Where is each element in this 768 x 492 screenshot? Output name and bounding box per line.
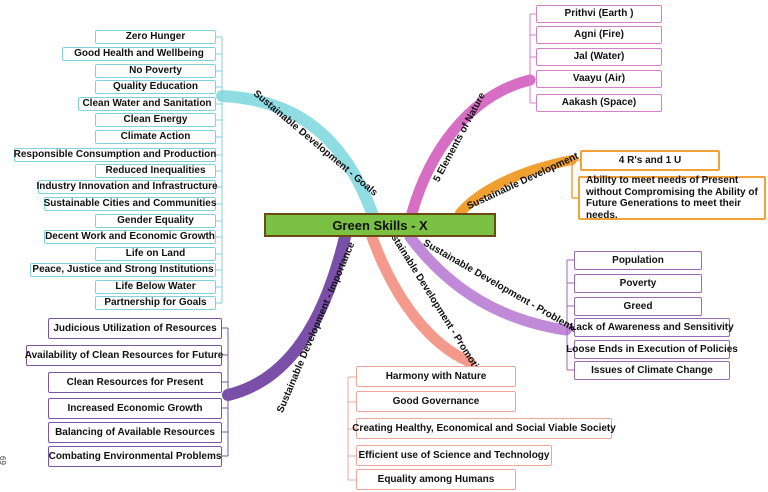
goals-branch-ribbon <box>216 90 378 219</box>
promotion-node: Creating Healthy, Economical and Social … <box>352 418 616 439</box>
promotion-bracket <box>347 376 356 481</box>
goal-node: Responsible Consumption and Production <box>13 148 217 162</box>
problem-node: Issues of Climate Change <box>574 361 730 380</box>
definition-node: 4 R's and 1 U <box>580 150 720 171</box>
goal-node: Gender Equality <box>95 214 216 228</box>
importance-node: Judicious Utilization of Resources <box>48 318 222 339</box>
importance-node: Increased Economic Growth <box>48 398 222 419</box>
goal-node: Peace, Justice and Strong Institutions <box>30 263 216 277</box>
definition-bracket <box>571 159 580 199</box>
goal-node: Clean Energy <box>95 113 216 127</box>
goal-node: Good Health and Wellbeing <box>62 47 216 61</box>
problem-node: Loose Ends in Execution of Policies <box>566 340 738 359</box>
page-number: 69 <box>0 456 7 465</box>
goal-node: Partnership for Goals <box>95 296 216 310</box>
promotion-branch-ribbon <box>366 231 476 368</box>
importance-bracket <box>222 327 229 457</box>
importance-node: Availability of Clean Resources for Futu… <box>25 345 223 366</box>
element-node: Prithvi (Earth ) <box>536 5 662 23</box>
goal-node: Quality Education <box>95 80 216 94</box>
problem-node: Poverty <box>574 274 702 293</box>
promotion-node: Efficient use of Science and Technology <box>356 445 552 466</box>
goal-node: Climate Action <box>95 130 216 144</box>
elements-branch-ribbon <box>406 74 536 219</box>
importance-node: Combating Environmental Problems <box>48 446 222 467</box>
goal-node: No Poverty <box>95 64 216 78</box>
promotion-node: Equality among Humans <box>356 469 516 490</box>
goal-node: Reduced Inequalities <box>95 164 216 178</box>
importance-node: Balancing of Available Resources <box>48 422 222 443</box>
central-topic: Green Skills - X <box>264 213 496 237</box>
importance-branch-ribbon <box>222 231 351 401</box>
definition-branch-ribbon <box>455 155 577 218</box>
importance-node: Clean Resources for Present <box>48 372 222 393</box>
element-node: Jal (Water) <box>536 48 662 66</box>
promotion-node: Harmony with Nature <box>356 366 516 387</box>
problem-node: Population <box>574 251 702 270</box>
goal-node: Zero Hunger <box>95 30 216 44</box>
promotion-node: Good Governance <box>356 391 516 412</box>
problems-branch-ribbon <box>404 231 572 336</box>
problem-node: Lack of Awareness and Sensitivity <box>570 318 734 337</box>
goal-node: Industry Innovation and Infrastructure <box>36 180 218 194</box>
definition-node: Ability to meet needs of Present without… <box>578 175 766 221</box>
goal-node: Decent Work and Economic Growth <box>44 230 216 244</box>
problem-node: Greed <box>574 297 702 316</box>
elements-bracket <box>529 13 536 104</box>
element-node: Aakash (Space) <box>536 94 662 112</box>
goal-node: Sustainable Cities and Communities <box>43 197 217 211</box>
goal-node: Life on Land <box>95 247 216 261</box>
element-node: Vaayu (Air) <box>536 70 662 88</box>
element-node: Agni (Fire) <box>536 26 662 44</box>
goals-bracket <box>216 36 223 304</box>
goal-node: Life Below Water <box>95 280 216 294</box>
problems-bracket <box>566 259 574 371</box>
goal-node: Clean Water and Sanitation <box>78 97 216 111</box>
